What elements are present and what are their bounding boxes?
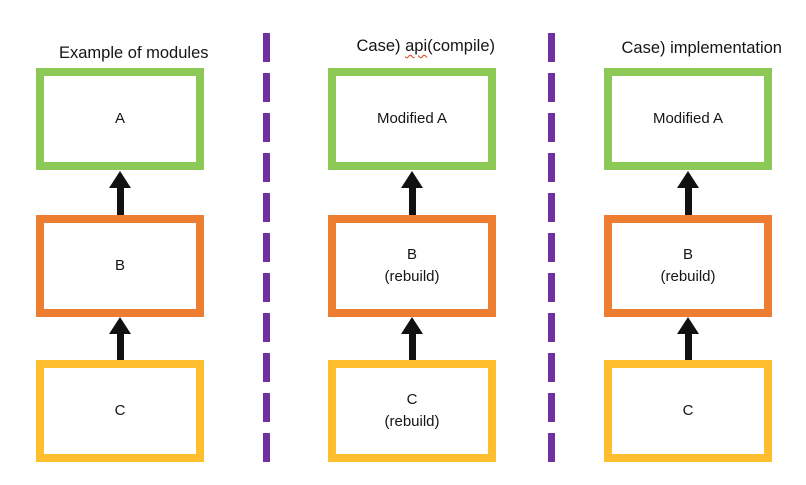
spellcheck-underlined-word: api	[405, 36, 428, 55]
arrow-shaft	[408, 334, 416, 360]
column-case-api-compile: Case) api(compile) Modified A B (rebuild…	[312, 0, 512, 485]
up-arrow-icon	[109, 171, 131, 215]
module-box-label: B	[114, 257, 125, 275]
arrow-shaft	[116, 334, 124, 360]
arrow-head-icon	[109, 317, 131, 334]
module-box-label: B (rebuild)	[660, 246, 716, 285]
column-title-text: (compile)	[427, 36, 495, 55]
module-box-c: C	[36, 360, 204, 462]
up-arrow-icon	[401, 317, 423, 360]
dashed-divider	[548, 33, 555, 463]
column-case-implementation: Case) implementation Modified A B (rebui…	[588, 0, 788, 485]
arrow-shaft	[116, 188, 124, 215]
column-title: Case) api(compile)	[312, 17, 512, 76]
module-box-label: Modified A	[376, 110, 448, 128]
column-title-text: Case) implementation	[621, 38, 783, 57]
up-arrow-icon	[401, 171, 423, 215]
arrow-head-icon	[677, 171, 699, 188]
module-box-c-rebuild: C (rebuild)	[328, 360, 496, 462]
up-arrow-icon	[109, 317, 131, 360]
column-title-text: Example of modules	[59, 43, 209, 62]
module-box-label: C (rebuild)	[384, 391, 440, 430]
module-box-label: B (rebuild)	[384, 246, 440, 285]
column-title: Case) implementation	[588, 19, 788, 78]
arrow-shaft	[684, 334, 692, 360]
module-box-label: C	[682, 402, 694, 420]
up-arrow-icon	[677, 171, 699, 215]
arrow-head-icon	[401, 171, 423, 188]
module-box-b-rebuild: B (rebuild)	[604, 215, 772, 317]
arrow-shaft	[684, 188, 692, 215]
arrow-head-icon	[677, 317, 699, 334]
module-box-b-rebuild: B (rebuild)	[328, 215, 496, 317]
arrow-head-icon	[401, 317, 423, 334]
arrow-head-icon	[109, 171, 131, 188]
module-box-label: Modified A	[652, 110, 724, 128]
module-box-c: C	[604, 360, 772, 462]
column-title-text: Case)	[356, 36, 406, 55]
module-box-label: A	[114, 110, 125, 128]
module-box-b: B	[36, 215, 204, 317]
dashed-divider	[263, 33, 270, 463]
up-arrow-icon	[677, 317, 699, 360]
module-box-modified-a: Modified A	[604, 68, 772, 170]
column-example-of-modules: Example of modules A B C	[20, 0, 220, 485]
module-box-a: A	[36, 68, 204, 170]
column-title: Example of modules	[20, 24, 220, 83]
arrow-shaft	[408, 188, 416, 215]
module-box-modified-a: Modified A	[328, 68, 496, 170]
module-box-label: C	[114, 402, 126, 420]
